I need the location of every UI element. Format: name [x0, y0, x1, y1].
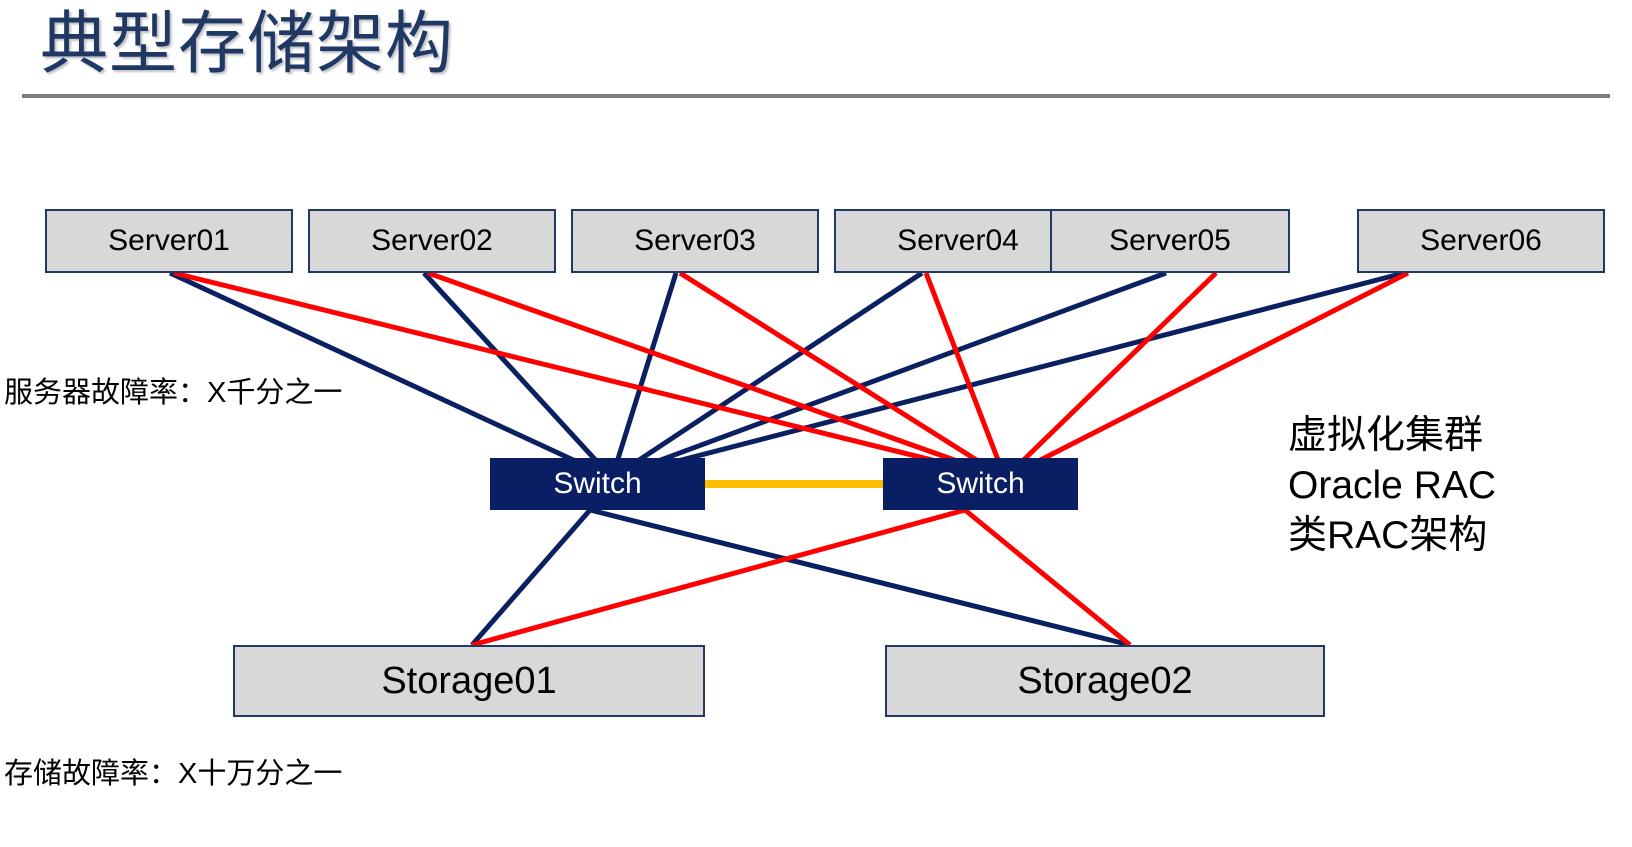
note-cluster-line-2: Oracle RAC: [1288, 464, 1497, 507]
storage-node-2-label: Storage02: [1017, 659, 1193, 702]
server-node-1-label: Server01: [108, 224, 230, 257]
link-server2-to-switch1: [422, 271, 614, 480]
note-cluster-line-1: 虚拟化集群: [1288, 414, 1484, 457]
link-server6-to-switch2: [1003, 270, 1410, 481]
switch-node-1-label: Switch: [553, 467, 642, 500]
server-node-5[interactable]: Server05: [1050, 209, 1290, 273]
note-server-failure-rate: 服务器故障率：X千分之一: [4, 377, 343, 409]
server-node-6-label: Server06: [1420, 224, 1542, 257]
server-node-5-label: Server05: [1109, 224, 1231, 257]
storage-node-1-label: Storage01: [381, 659, 557, 702]
link-switch1-to-storage2: [589, 507, 1131, 648]
switch-node-2-label: Switch: [936, 467, 1025, 500]
server-node-2[interactable]: Server02: [308, 209, 556, 273]
switch-node-2[interactable]: Switch: [883, 458, 1078, 510]
link-server5-to-switch2: [1003, 271, 1218, 480]
link-switch2-to-storage1: [471, 507, 966, 648]
link-server1-to-switch1: [168, 270, 614, 481]
link-server3-to-switch2: [678, 270, 1007, 481]
link-switch1-to-storage1: [470, 508, 592, 647]
server-node-6[interactable]: Server06: [1357, 209, 1605, 273]
storage-node-1[interactable]: Storage01: [233, 645, 705, 717]
link-server5-to-switch1: [611, 270, 1167, 481]
server-node-1[interactable]: Server01: [45, 209, 293, 273]
switch-node-1[interactable]: Switch: [490, 458, 705, 510]
server-node-2-label: Server02: [371, 224, 493, 257]
link-server1-to-switch2: [173, 270, 1006, 481]
server-node-3-label: Server03: [634, 224, 756, 257]
server-node-3[interactable]: Server03: [571, 209, 819, 273]
link-server2-to-switch2: [427, 270, 1006, 481]
link-server3-to-switch1: [609, 272, 679, 479]
page-title: 典型存储架构: [40, 6, 455, 82]
link-server6-to-switch1: [611, 270, 1405, 481]
server-node-4[interactable]: Server04: [834, 209, 1082, 273]
link-switch2-to-storage2: [963, 508, 1132, 647]
server-node-4-label: Server04: [897, 224, 1019, 257]
note-storage-failure-rate: 存储故障率：X十万分之一: [4, 758, 343, 790]
storage-node-2[interactable]: Storage02: [885, 645, 1325, 717]
note-cluster-types: 虚拟化集群 Oracle RAC 类RAC架构: [1288, 411, 1496, 561]
link-server4-to-switch2: [923, 272, 1008, 479]
link-server4-to-switch1: [610, 270, 924, 481]
note-cluster-line-3: 类RAC架构: [1288, 514, 1488, 557]
title-divider: [22, 94, 1610, 98]
